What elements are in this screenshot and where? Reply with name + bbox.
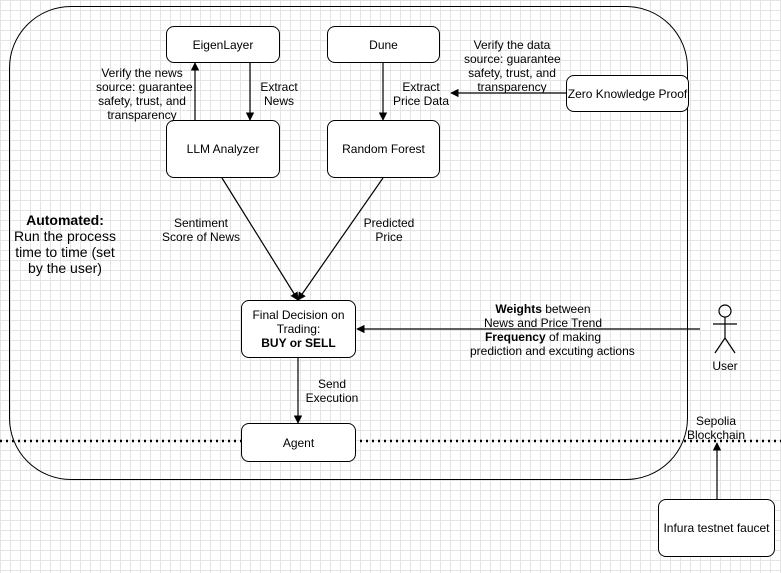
user-label: User bbox=[712, 359, 738, 373]
verify-data-line-3: safety, trust, and bbox=[468, 66, 556, 80]
verify-news-label: Verify the news source: guarantee safety… bbox=[96, 66, 193, 122]
verify-data-label: Verify the data source: guarantee safety… bbox=[464, 38, 561, 94]
eigenlayer-label: EigenLayer bbox=[192, 37, 254, 52]
extract-news-label: Extract News bbox=[256, 80, 302, 108]
sepolia-blockchain-label: Sepolia Blockchain bbox=[684, 414, 748, 442]
automated-label: Automated: Run the process time to time … bbox=[12, 212, 118, 276]
verify-news-line-4: transparency bbox=[107, 108, 177, 122]
weights-rest: between bbox=[541, 302, 591, 316]
agent-node[interactable]: Agent bbox=[241, 423, 356, 462]
verify-data-line-1: Verify the data bbox=[473, 38, 551, 52]
predicted-price-label: Predicted Price bbox=[359, 216, 419, 244]
random-forest-label: Random Forest bbox=[342, 142, 425, 156]
sentiment-line-1: Sentiment bbox=[173, 216, 229, 230]
agent-label: Agent bbox=[282, 435, 315, 450]
automated-title: Automated: bbox=[26, 212, 104, 228]
dune-label: Dune bbox=[369, 37, 398, 52]
verify-news-line-1: Verify the news bbox=[101, 66, 183, 80]
sentiment-label: Sentiment Score of News bbox=[158, 216, 244, 244]
predicted-line-2: Price bbox=[375, 230, 403, 244]
sepolia-line-1: Sepolia bbox=[695, 414, 737, 428]
frequency-rest: of making bbox=[545, 330, 602, 344]
infura-faucet-node[interactable]: Infura testnet faucet bbox=[658, 499, 775, 557]
decision-line-1: Final Decision on bbox=[252, 308, 345, 322]
weights-line-1: Weights between bbox=[470, 302, 616, 316]
automated-line-3: by the user) bbox=[28, 260, 102, 276]
extract-price-label: Extract Price Data bbox=[390, 80, 452, 108]
predicted-line-1: Predicted bbox=[363, 216, 415, 230]
weights-line-4: prediction and excuting actions bbox=[470, 344, 635, 358]
weights-line-3: Frequency of making bbox=[470, 330, 616, 344]
sepolia-line-2: Blockchain bbox=[686, 428, 746, 442]
extract-price-line-2: Price Data bbox=[392, 94, 450, 108]
weights-frequency-label: Weights between News and Price Trend Fre… bbox=[470, 302, 635, 358]
extract-price-line-1: Extract bbox=[402, 80, 440, 94]
sentiment-line-2: Score of News bbox=[161, 230, 241, 244]
dune-node[interactable]: Dune bbox=[327, 26, 440, 63]
extract-news-line-2: News bbox=[263, 94, 294, 108]
weights-line-2: News and Price Trend bbox=[483, 316, 603, 330]
automated-line-1: Run the process bbox=[14, 228, 116, 244]
automation-container bbox=[9, 6, 688, 480]
send-execution-label: Send Execution bbox=[300, 377, 364, 405]
llm-analyzer-label: LLM Analyzer bbox=[186, 142, 260, 156]
verify-news-line-2: source: guarantee bbox=[96, 80, 193, 94]
zkp-node[interactable]: Zero Knowledge Proof bbox=[566, 75, 689, 112]
decision-line-2: Trading: bbox=[276, 322, 321, 336]
frequency-bold: Frequency bbox=[484, 330, 546, 344]
verify-data-line-2: source: guarantee bbox=[464, 52, 561, 66]
user-actor-icon bbox=[713, 304, 737, 354]
arrow-llm-to-decision bbox=[221, 177, 299, 301]
eigenlayer-node[interactable]: EigenLayer bbox=[166, 26, 280, 63]
random-forest-node[interactable]: Random Forest bbox=[327, 120, 440, 178]
zkp-label: Zero Knowledge Proof bbox=[567, 86, 688, 101]
extract-news-line-1: Extract bbox=[260, 80, 298, 94]
arrow-rf-to-decision bbox=[297, 177, 384, 301]
automated-line-2: time to time (set bbox=[15, 244, 115, 260]
infura-faucet-label: Infura testnet faucet bbox=[663, 521, 770, 535]
verify-news-line-3: safety, trust, and bbox=[98, 94, 186, 108]
send-exec-line-2: Execution bbox=[305, 391, 359, 405]
llm-analyzer-node[interactable]: LLM Analyzer bbox=[166, 120, 280, 178]
final-decision-node[interactable]: Final Decision on Trading: BUY or SELL bbox=[241, 300, 356, 358]
send-exec-line-1: Send bbox=[317, 377, 347, 391]
weights-bold: Weights bbox=[495, 302, 542, 316]
verify-data-line-4: transparency bbox=[477, 80, 547, 94]
decision-line-3: BUY or SELL bbox=[261, 336, 336, 350]
